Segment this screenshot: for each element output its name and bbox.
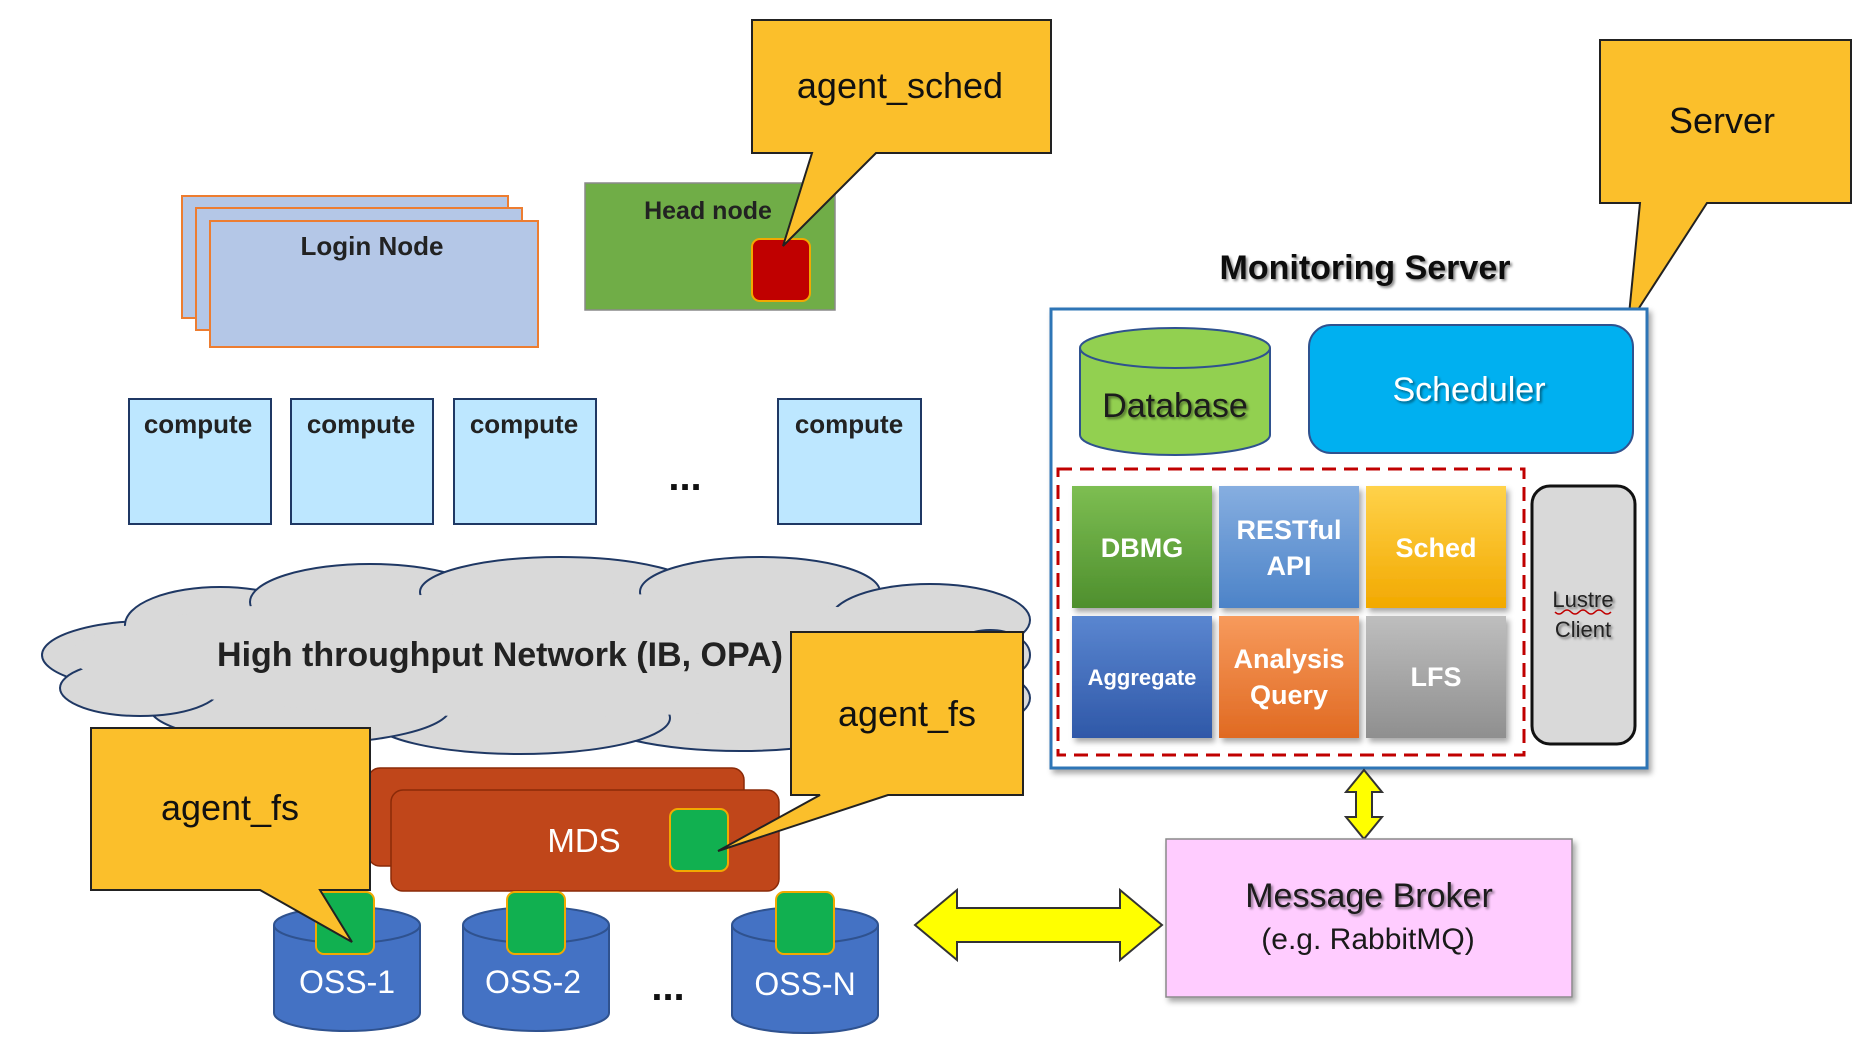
database-cylinder: Database [1079,327,1271,456]
storage-broker-arrow [913,887,1164,963]
module-lfs: LFS [1366,616,1506,738]
oss-cylinder: OSS-1 [273,891,421,1032]
mds: MDS [367,767,780,892]
database-label: Database [1102,387,1248,425]
module-restful-api: RESTful API [1219,486,1359,608]
oss-ellipsis: ... [651,965,684,1009]
agent-fs-marker [775,891,835,955]
module-aggregate-label: Aggregate [1088,665,1197,690]
module-analysis-line1: Analysis [1233,644,1344,674]
oss-label: OSS-1 [299,964,395,1000]
module-sched: Sched [1366,486,1506,608]
oss-label: OSS-N [754,966,855,1002]
module-sched-label: Sched [1395,533,1476,563]
module-dbmg-label: DBMG [1101,533,1184,563]
compute-ellipsis: ... [668,455,701,499]
broker-subtitle: (e.g. RabbitMQ) [1261,923,1474,956]
compute-node: compute [290,398,434,525]
module-lfs-label: LFS [1411,662,1462,692]
lustre-client: Lustre Client [1530,484,1637,746]
login-node: Login Node [181,195,539,348]
server-broker-arrow [1343,768,1385,841]
callout-agent-fs-right-text: agent_fs [838,693,976,734]
module-aggregate: Aggregate [1072,616,1212,738]
callout-agent-fs-right: agent_fs [717,631,1024,852]
module-analysis-query: Analysis Query [1219,616,1359,738]
compute-node: compute [777,398,922,525]
compute-label: compute [144,409,252,439]
modules-group [1056,467,1526,757]
compute-node: compute [453,398,597,525]
callout-agent-sched: agent_sched [751,19,1052,247]
lustre-client-line1: Lustre [1552,587,1613,612]
network-label: High throughput Network (IB, OPA) [217,636,783,674]
head-node: Head node [584,182,836,311]
module-restful-line1: RESTful [1237,515,1342,545]
compute-label: compute [307,409,415,439]
callout-agent-fs-left: agent_fs [90,727,371,943]
callout-server-text: Server [1669,100,1775,141]
compute-nodes: compute compute compute ... compute [128,398,922,525]
compute-label: compute [470,409,578,439]
mds-label: MDS [547,822,620,859]
agent-fs-marker [506,891,566,955]
module-restful-line2: API [1266,551,1311,581]
module-analysis-line2: Query [1250,680,1328,710]
agent-sched-marker [751,238,811,302]
scheduler-box: Scheduler [1308,324,1634,454]
oss-cylinder: OSS-N [731,891,879,1034]
head-node-label: Head node [644,197,772,225]
broker-title: Message Broker [1245,877,1493,915]
oss-cylinder: OSS-2 [462,891,610,1032]
monitoring-server: Monitoring Server Database Scheduler DBM… [1049,249,1649,770]
callout-agent-sched-text: agent_sched [797,65,1003,106]
scheduler-label: Scheduler [1392,371,1545,409]
callout-agent-fs-left-text: agent_fs [161,787,299,828]
agent-fs-marker [669,808,729,872]
spellcheck-underline [1554,609,1612,615]
monitoring-server-title: Monitoring Server [1220,249,1511,287]
module-dbmg: DBMG [1072,486,1212,608]
login-node-label: Login Node [301,231,444,261]
oss-label: OSS-2 [485,964,581,1000]
compute-node: compute [128,398,272,525]
message-broker: Message Broker (e.g. RabbitMQ) [1165,838,1573,998]
oss-nodes: OSS-1 OSS-2 ... OSS-N [273,891,879,1034]
callout-server: Server [1599,39,1852,326]
compute-label: compute [795,409,903,439]
lustre-client-line2: Client [1555,617,1611,642]
